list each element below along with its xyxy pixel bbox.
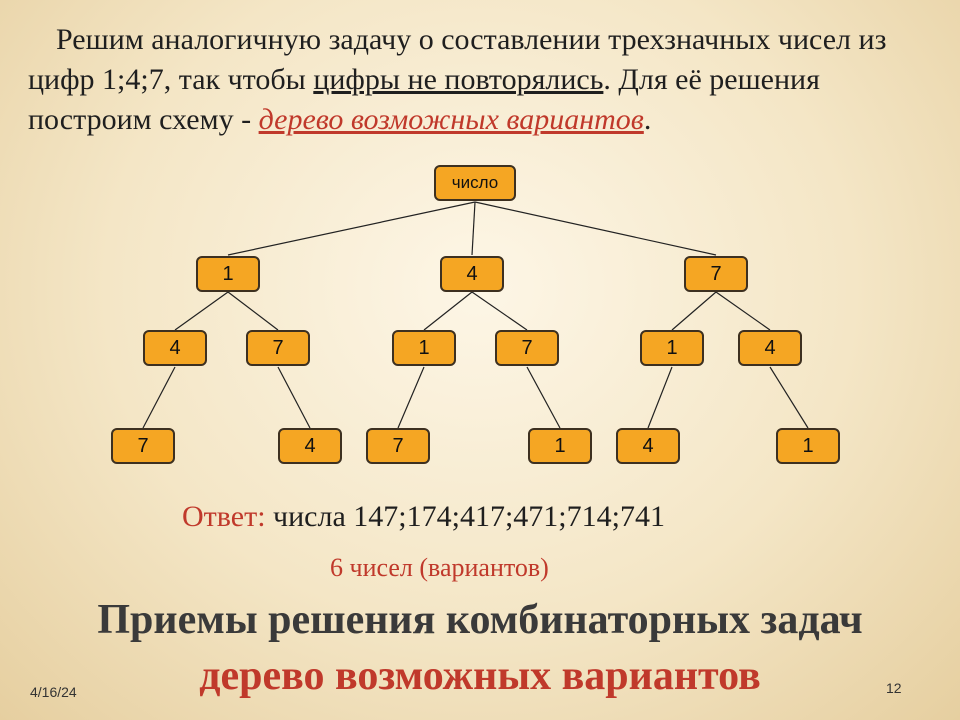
tree-node-l1: 4 bbox=[440, 256, 504, 292]
edge-7-1-leaf bbox=[526, 366, 561, 429]
edge-7-4 bbox=[715, 291, 771, 331]
intro-text-2: . Для её решения построим схему - bbox=[28, 63, 820, 136]
slide-subtitle: дерево возможных вариантов bbox=[199, 653, 761, 699]
edge-root-4 bbox=[471, 201, 476, 256]
tree-node-l3: 1 bbox=[776, 428, 840, 464]
tree-root-node: число bbox=[434, 165, 516, 201]
tree-node-l2: 1 bbox=[640, 330, 704, 366]
underlined-phrase: цифры не повторялись bbox=[313, 63, 604, 96]
tree-node-l2: 4 bbox=[738, 330, 802, 366]
intro-text-3: . bbox=[643, 103, 652, 136]
tree-node-l3: 4 bbox=[616, 428, 680, 464]
edge-root-1 bbox=[227, 201, 476, 256]
edge-7-1 bbox=[671, 291, 717, 331]
intro-paragraph: Решим аналогичную задачу о составлении т… bbox=[28, 20, 928, 140]
edge-root-7 bbox=[474, 201, 717, 256]
footer-date: 4/16/24 bbox=[30, 684, 77, 700]
edge-4-1-leaf bbox=[769, 366, 809, 429]
edge-4-7-leaf bbox=[142, 366, 176, 429]
edge-7-4-leaf bbox=[277, 366, 311, 429]
tree-node-l3: 7 bbox=[111, 428, 175, 464]
slide-title: Приемы решения комбинаторных задач bbox=[97, 597, 863, 643]
tree-node-l3: 7 bbox=[366, 428, 430, 464]
tree-node-l3: 4 bbox=[278, 428, 342, 464]
answer-line: Ответ: числа 147;174;417;471;714;741 bbox=[182, 500, 665, 534]
intro-text-1: Решим аналогичную задачу о составлении т… bbox=[28, 23, 887, 96]
tree-node-l2: 7 bbox=[495, 330, 559, 366]
edge-1-4-leaf bbox=[647, 366, 673, 429]
tree-node-l2: 7 bbox=[246, 330, 310, 366]
tree-node-l2: 4 bbox=[143, 330, 207, 366]
tree-term-link: дерево возможных вариантов bbox=[258, 103, 644, 136]
page-number: 12 bbox=[886, 680, 902, 696]
edge-1-4 bbox=[174, 291, 229, 331]
answer-text: числа 147;174;417;471;714;741 bbox=[265, 500, 665, 533]
answer-label: Ответ: bbox=[182, 500, 266, 533]
tree-node-l1: 7 bbox=[684, 256, 748, 292]
edge-1-7-leaf bbox=[397, 366, 425, 429]
edge-4-7 bbox=[471, 291, 528, 331]
edge-1-7 bbox=[227, 291, 279, 331]
tree-node-l2: 1 bbox=[392, 330, 456, 366]
tree-node-l3: 1 bbox=[528, 428, 592, 464]
edge-4-1 bbox=[423, 291, 473, 331]
variant-count: 6 чисел (вариантов) bbox=[330, 553, 549, 582]
tree-node-l1: 1 bbox=[196, 256, 260, 292]
